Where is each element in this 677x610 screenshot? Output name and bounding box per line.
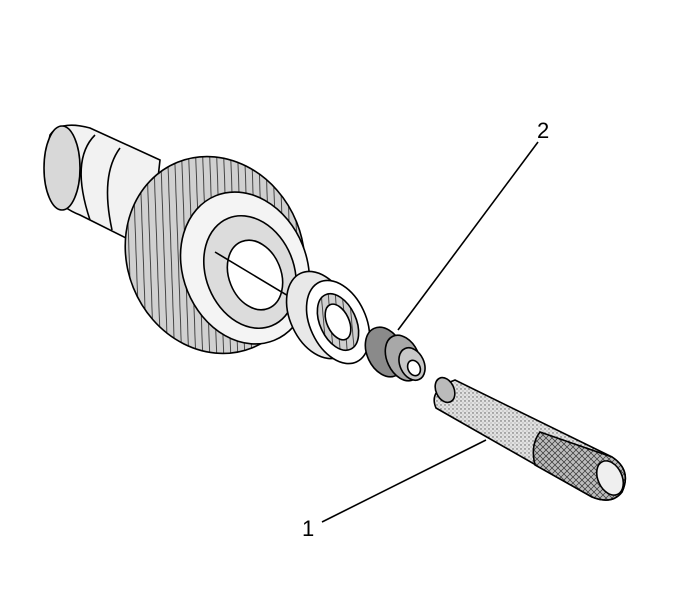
ring-gear-hub <box>124 155 311 355</box>
seal-part-2 <box>364 326 426 382</box>
callout-label-2: 2 <box>537 118 549 143</box>
installer-tool-part-1 <box>433 376 627 501</box>
leader-line-1 <box>321 439 487 523</box>
needle-bearing <box>285 270 371 365</box>
leader-line-2 <box>397 141 539 331</box>
callout-label-1: 1 <box>302 516 314 541</box>
